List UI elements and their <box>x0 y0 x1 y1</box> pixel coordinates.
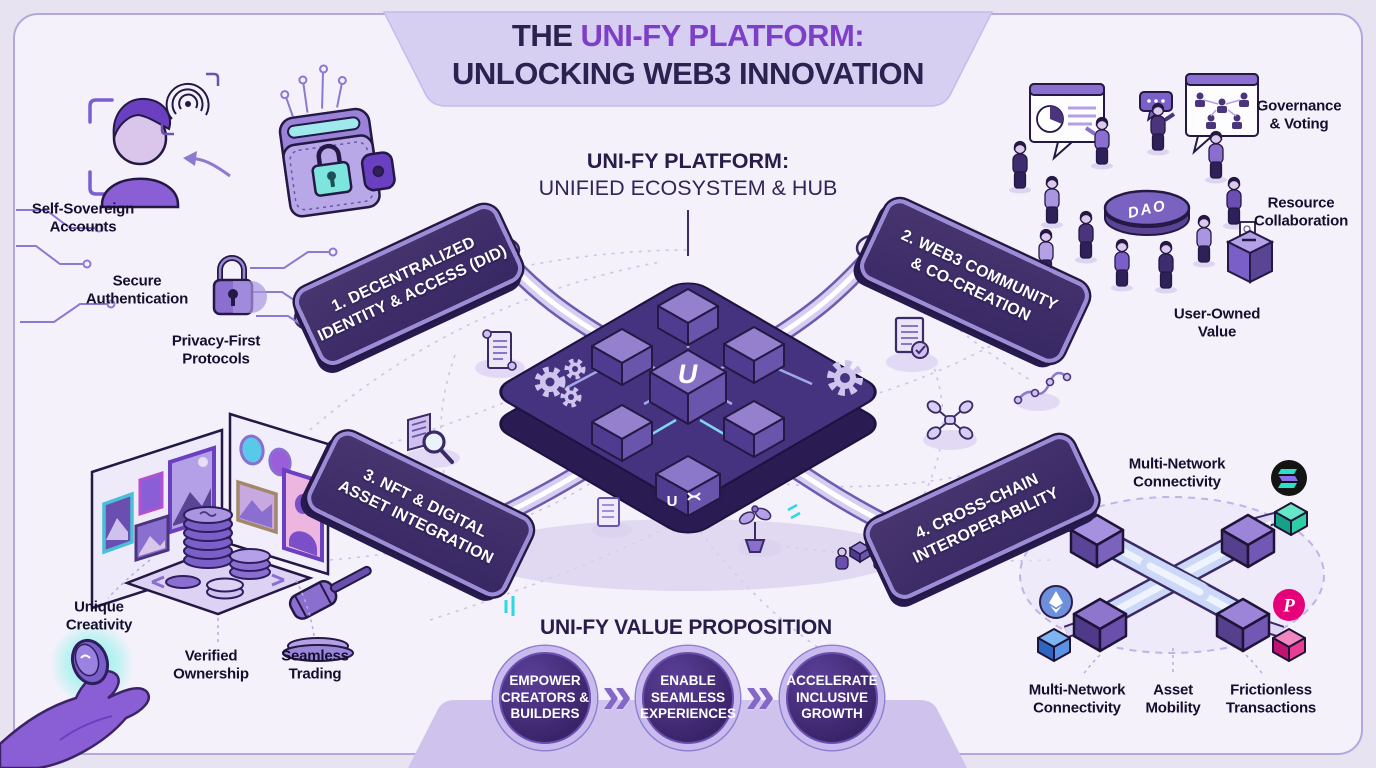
value-step-empower: EMPOWER CREATORS & BUILDERS <box>493 646 597 750</box>
leader-lines <box>107 559 315 642</box>
org-screen-icon <box>1185 73 1259 155</box>
gallery-right-panel <box>228 412 330 576</box>
coin-stacks <box>165 506 271 600</box>
title-banner-shape <box>382 11 994 107</box>
title-prefix: THE <box>511 18 581 53</box>
chevron-right-icon: » <box>744 664 776 725</box>
dao-disc: DAO <box>1103 189 1191 236</box>
scan-brackets-icon <box>88 98 114 196</box>
label-resource-collaboration: Resource Collaboration <box>1253 194 1349 230</box>
document-icon <box>597 497 620 527</box>
scroll-icon <box>482 329 517 371</box>
bridge-cubes <box>1069 513 1276 653</box>
polkadot-logo-icon: P <box>1273 589 1305 621</box>
people-group <box>1009 102 1245 294</box>
label-seamless-trading: Seamless Trading <box>281 647 349 683</box>
label-asset-mobility: Asset Mobility <box>1145 681 1201 717</box>
page-title-line1: THE UNI-FY PLATFORM: <box>0 17 1376 55</box>
avatar <box>100 97 180 209</box>
crosschain-illustration: P <box>1019 460 1325 677</box>
ballot-box-icon <box>1225 221 1275 284</box>
molecule-icon <box>926 400 974 440</box>
hub-subtitle: UNIFIED ECOSYSTEM & HUB <box>538 176 838 200</box>
label-privacy-first-protocols: Privacy-First Protocols <box>171 332 261 368</box>
label-multi-network-connectivity-top: Multi-Network Connectivity <box>1128 455 1226 491</box>
shuffle-icon <box>687 492 701 501</box>
ethereum-logo-icon <box>1039 585 1073 619</box>
label-verified-ownership: Verified Ownership <box>173 647 249 683</box>
padlock-icon <box>212 255 267 316</box>
value-step-accelerate: ACCELERATE INCLUSIVE GROWTH <box>780 646 884 750</box>
label-secure-authentication: Secure Authentication <box>85 272 189 308</box>
page-title-line2: UNLOCKING WEB3 INNOVATION <box>451 56 925 91</box>
fingerprint-icon <box>160 72 220 136</box>
label-user-owned-value: User-Owned Value <box>1173 305 1261 341</box>
hand-with-coin <box>0 622 150 768</box>
solana-logo-icon <box>1271 460 1307 496</box>
svg-text:P: P <box>1282 596 1295 617</box>
page-title: THE UNI-FY PLATFORM: UNLOCKING WEB3 INNO… <box>0 17 1376 93</box>
chart-screen-icon <box>1029 83 1105 161</box>
hub-label: UNI-FY PLATFORM: UNIFIED ECOSYSTEM & HUB <box>458 148 918 202</box>
label-governance-voting: Governance & Voting <box>1256 97 1342 133</box>
search-document-icon <box>407 412 454 464</box>
gear-icon <box>534 358 863 408</box>
value-proposition-heading: UNI-FY VALUE PROPOSITION <box>540 616 832 639</box>
label-frictionless-transactions: Frictionless Transactions <box>1225 681 1317 717</box>
label-multi-network-connectivity: Multi-Network Connectivity <box>1028 681 1126 717</box>
front-cube-letter: U <box>667 493 678 510</box>
label-self-sovereign-accounts: Self-Sovereign Accounts <box>31 200 135 236</box>
chain-molecule-icon <box>1013 371 1072 405</box>
chevron-right-icon: » <box>601 664 633 725</box>
wallet-icon <box>278 64 396 218</box>
community-illustration: DAO <box>995 73 1275 294</box>
label-unique-creativity: Unique Creativity <box>65 598 133 634</box>
value-step-enable: ENABLE SEAMLESS EXPERIENCES <box>636 646 740 750</box>
plant-icon <box>738 503 801 553</box>
nft-illustration <box>0 412 372 768</box>
leader-lines <box>1081 648 1265 677</box>
cyan-ticks <box>504 596 515 616</box>
title-highlight: UNI-FY PLATFORM: <box>580 18 865 53</box>
gavel-icon <box>282 565 372 662</box>
central-hub-illustration: U U <box>473 210 903 591</box>
hub-title: UNI-FY PLATFORM: <box>586 149 790 173</box>
document-check-icon <box>894 316 929 359</box>
arrow-to-avatar <box>183 151 231 178</box>
identity-illustration <box>16 64 396 339</box>
